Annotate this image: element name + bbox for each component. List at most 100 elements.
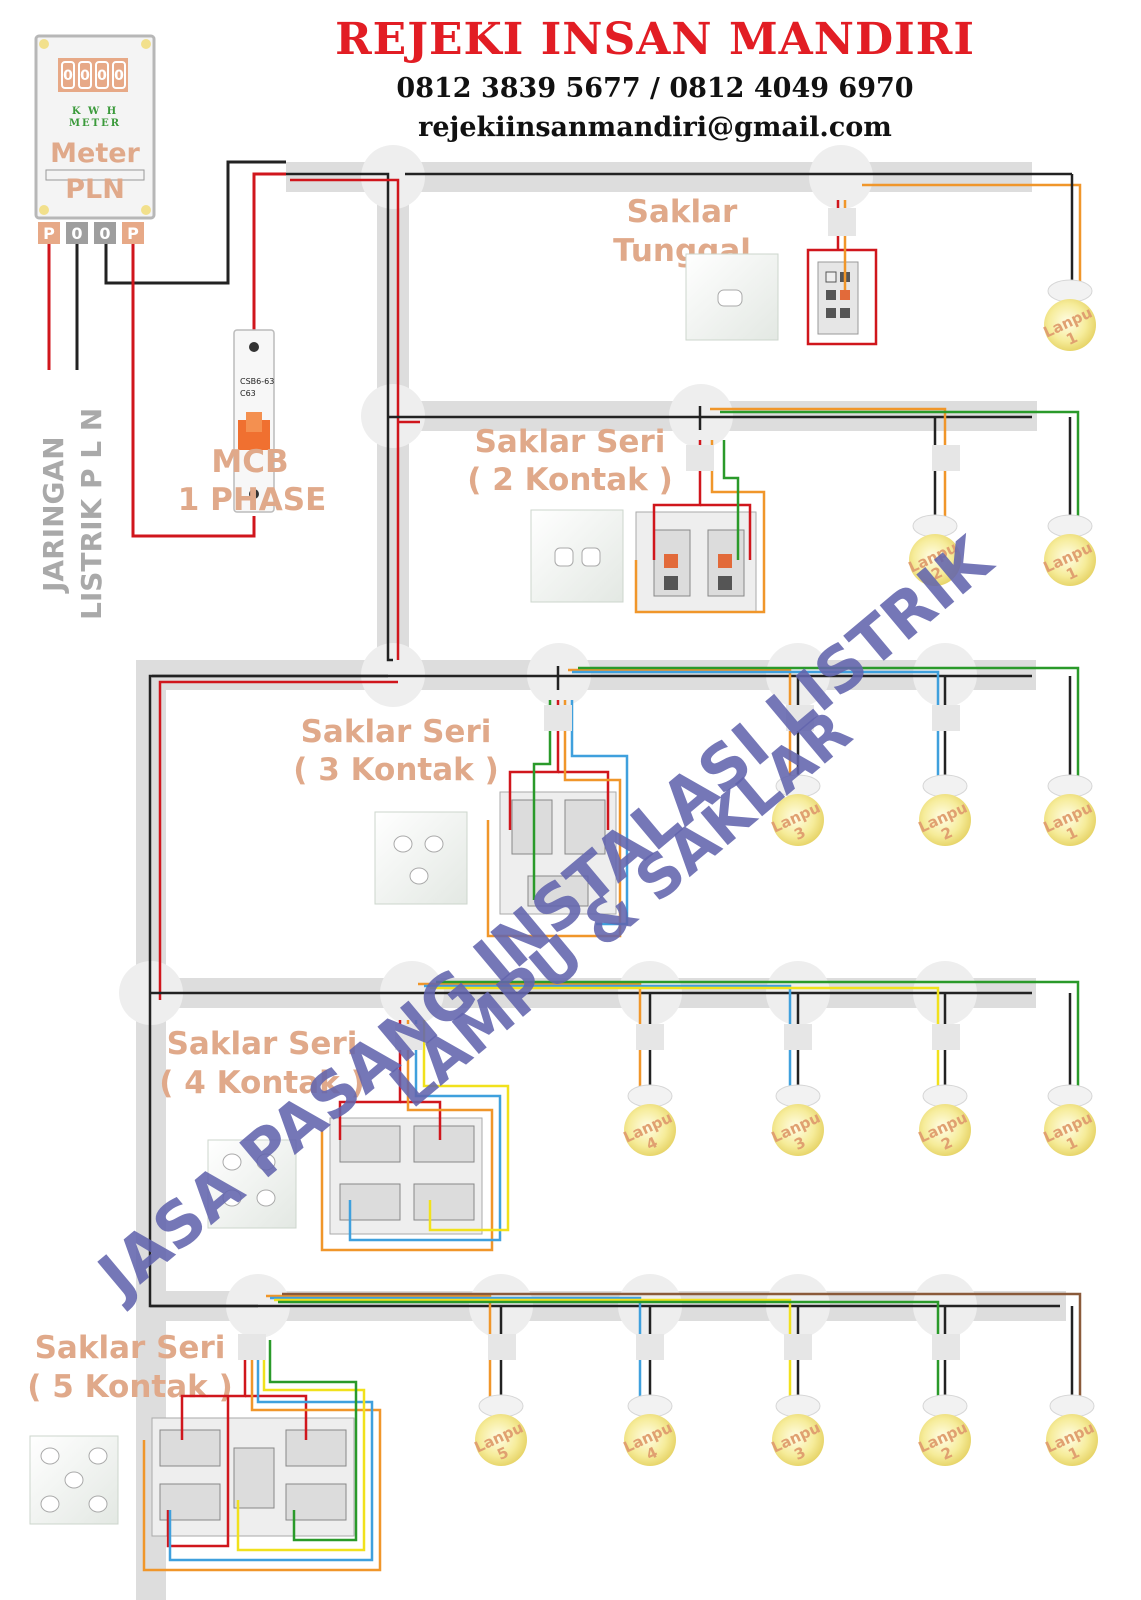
lamp-glass [1044,794,1096,846]
lamp-holder [1049,1394,1095,1418]
mcb-phase-label: 1 PHASE [178,482,327,518]
switch-rocker [554,547,574,567]
riser-wires [148,172,1060,1308]
mcb-label: MCB [211,444,288,480]
lamp-glass [909,534,961,586]
section-title: Saklar [627,194,738,230]
lamp-holder [775,1394,821,1418]
switch-plate [374,811,468,905]
lamp-holder [1047,1084,1093,1108]
meter-digit: 0 [80,68,90,84]
lamp-glass [919,794,971,846]
section-saklar-seri-4: Saklar Seri ( 4 Kontak ) [159,980,1080,1252]
meter-digit: 0 [63,68,73,84]
grid-label-line2: LISTRIK P L N [75,408,108,620]
feeder-wires [47,160,286,538]
watermark: JASA PASANG INSTALASI LISTRIK LAMPU & SA… [82,521,1007,1314]
switch-rocker [222,1153,242,1171]
email-address: rejekiinsanmandiri@gmail.com [418,112,892,143]
lamp-glass [624,1104,676,1156]
section-subtitle: ( 5 Kontak ) [27,1369,232,1405]
lamp-holder [478,1394,524,1418]
lamp-holder [1047,514,1093,538]
switch-plate [207,1139,297,1229]
terminal-label: P [43,224,55,243]
section-title: Saklar Seri [301,714,492,750]
lamp-holder [775,1084,821,1108]
kwh-label: K W H [72,106,118,117]
mcb-model: CSB6-63 [240,377,274,386]
kwh-meter: 0 0 0 0 K W H METER Meter PLN P 0 0 P [34,34,156,244]
switch-rocker [222,1189,242,1207]
lamp-glass [772,794,824,846]
pln-label: PLN [65,174,125,205]
lamp-glass [1046,1414,1098,1466]
lamp-holder [1047,774,1093,798]
section-saklar-tunggal: Saklar Tunggal [613,172,1082,346]
grid-label: JARINGAN LISTRIK P L N [37,408,108,620]
lamp-glass [772,1104,824,1156]
lamp-glass [772,1414,824,1466]
company-title: REJEKI INSAN MANDIRI [335,14,975,65]
section-subtitle: ( 4 Kontak ) [159,1065,364,1101]
watermark-line1: JASA PASANG INSTALASI LISTRIK [82,521,1007,1314]
switch-rocker [409,867,429,885]
lamp-glass [1044,1104,1096,1156]
section-title: Saklar Seri [35,1330,226,1366]
section-saklar-seri-2: Saklar Seri ( 2 Kontak ) [467,406,1080,614]
lamp-holder [1047,279,1093,303]
lamp-holder [922,774,968,798]
switch-rocker [40,1447,60,1465]
switch-rocker [88,1495,108,1513]
kwh-label-meter: METER [69,118,121,129]
switch-rocker [256,1189,276,1207]
lamp-glass [919,1414,971,1466]
terminal-label: 0 [71,224,82,243]
grid-label-line1: JARINGAN [37,436,70,594]
lamp-holder [627,1084,673,1108]
section-subtitle: ( 3 Kontak ) [293,752,498,788]
lamp-glass [475,1414,527,1466]
lamp-glass [624,1414,676,1466]
switch-rocker [256,1153,276,1171]
terminal-label: 0 [99,224,110,243]
switch-rocker [393,835,413,853]
switch-rocker [424,835,444,853]
lamp-glass [919,1104,971,1156]
phone-numbers: 0812 3839 5677 / 0812 4049 6970 [396,73,913,104]
mcb-rating: C63 [240,389,256,398]
switch-rocker [40,1495,60,1513]
lamp-glass [1044,299,1096,351]
terminal-label: P [127,224,139,243]
switch-rocker [88,1447,108,1465]
section-saklar-seri-3: Saklar Seri ( 3 Kontak ) [293,666,1080,938]
switch-rocker [581,547,601,567]
section-title: Saklar Seri [475,424,666,460]
lamp-holder [922,1394,968,1418]
section-subtitle: ( 2 Kontak ) [467,462,672,498]
meter-digit: 0 [114,68,124,84]
lamp-glass [1044,534,1096,586]
meter-label: Meter [50,138,140,169]
switch-rocker [717,289,743,307]
mcb-breaker: CSB6-63 C63 [233,329,275,513]
section-saklar-seri-5: Saklar Seri ( 5 Kontak ) [27,1292,1082,1572]
section-title: Saklar Seri [167,1026,358,1062]
lamp-holder [627,1394,673,1418]
switch-plate [530,509,624,603]
